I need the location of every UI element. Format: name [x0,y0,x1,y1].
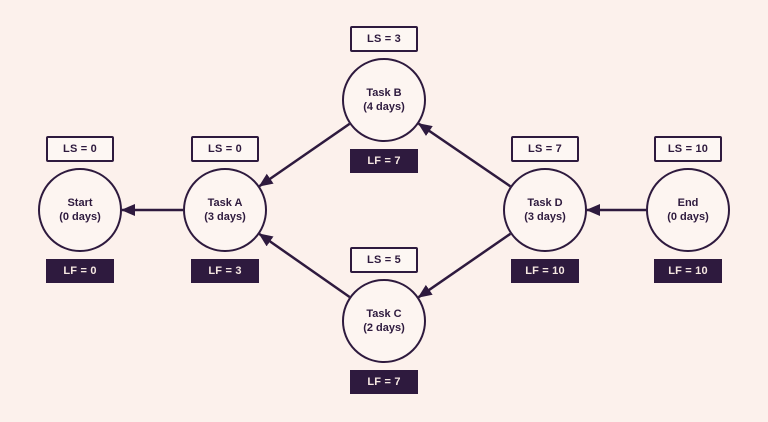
task-name: Task B [366,87,402,99]
lf-box-start: LF = 0 [46,259,114,283]
node-task-b: LS = 3 Task B (4 days) LF = 7 [324,26,444,173]
task-circle-task-a: Task A (3 days) [183,168,267,252]
lf-box-task-a: LF = 3 [191,259,259,283]
task-duration: (3 days) [524,211,566,223]
arrow-task-d-to-task-b [417,122,512,188]
node-task-c: LS = 5 Task C (2 days) LF = 7 [324,247,444,394]
task-duration: (4 days) [363,101,405,113]
task-name: Task A [207,197,243,209]
task-duration: (0 days) [667,211,709,223]
task-duration: (3 days) [204,211,246,223]
ls-box-task-d: LS = 7 [511,136,579,162]
task-duration: (0 days) [59,211,101,223]
task-name: End [677,197,699,209]
arrow-task-d-to-task-c [417,232,512,299]
arrow-task-c-to-task-a [258,232,351,299]
node-start: LS = 0 Start (0 days) LF = 0 [20,136,140,283]
lf-box-task-b: LF = 7 [350,149,418,173]
node-task-d: LS = 7 Task D (3 days) LF = 10 [485,136,605,283]
ls-box-task-a: LS = 0 [191,136,259,162]
task-circle-start: Start (0 days) [38,168,122,252]
lf-box-end: LF = 10 [654,259,722,283]
node-end: LS = 10 End (0 days) LF = 10 [628,136,748,283]
task-name: Task C [366,308,402,320]
task-circle-task-c: Task C (2 days) [342,279,426,363]
task-name: Start [67,197,93,209]
arrow-task-b-to-task-a [258,122,351,188]
ls-box-end: LS = 10 [654,136,722,162]
lf-box-task-c: LF = 7 [350,370,418,394]
task-circle-end: End (0 days) [646,168,730,252]
ls-box-start: LS = 0 [46,136,114,162]
task-name: Task D [527,197,563,209]
task-circle-task-d: Task D (3 days) [503,168,587,252]
task-circle-task-b: Task B (4 days) [342,58,426,142]
node-task-a: LS = 0 Task A (3 days) LF = 3 [165,136,285,283]
ls-box-task-b: LS = 3 [350,26,418,52]
task-duration: (2 days) [363,322,405,334]
ls-box-task-c: LS = 5 [350,247,418,273]
lf-box-task-d: LF = 10 [511,259,579,283]
